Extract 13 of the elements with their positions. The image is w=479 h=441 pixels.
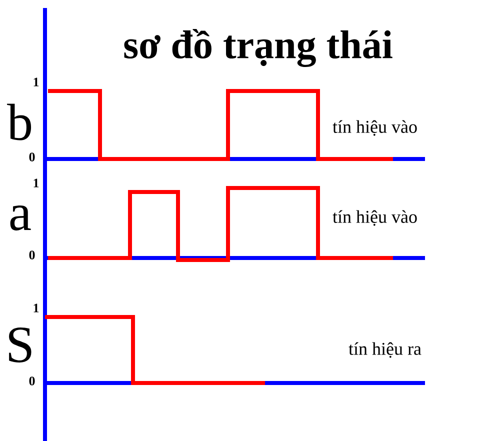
signal-name: a	[10, 206, 31, 230]
signal-label: tín hiệu vào	[332, 210, 417, 226]
level-label: 1	[34, 304, 39, 312]
signal-label: tín hiệu vào	[332, 120, 417, 136]
title: sơ đồ trạng thái	[124, 29, 392, 67]
signal-label: tín hiệu ra	[348, 342, 422, 358]
signal-name: S	[9, 328, 32, 362]
level-label: 0	[29, 250, 35, 260]
level-label: 0	[29, 376, 35, 386]
signal-name: b	[7, 104, 32, 140]
level-label: 0	[29, 152, 35, 162]
level-label: 1	[34, 78, 39, 86]
level-label: 1	[34, 178, 39, 188]
